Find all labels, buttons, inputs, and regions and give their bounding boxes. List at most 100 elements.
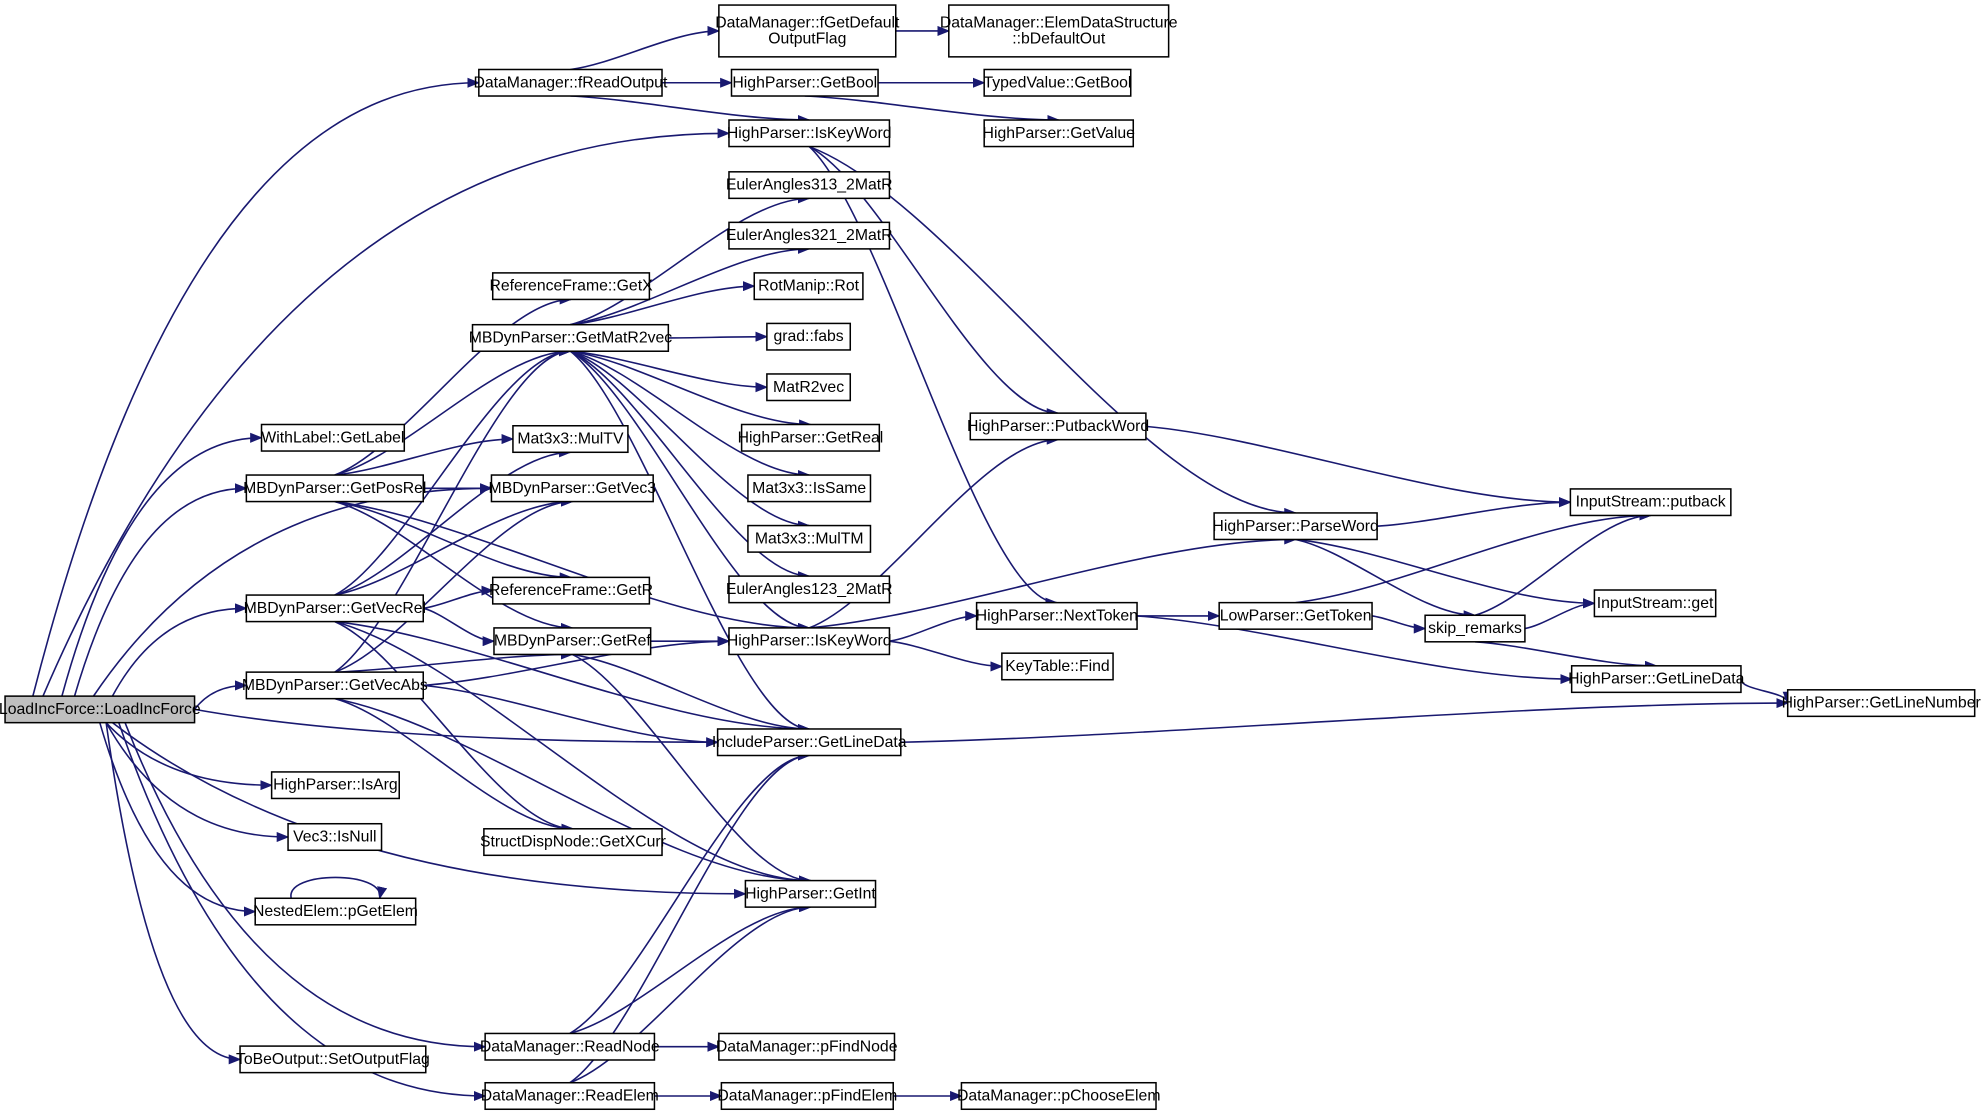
node-GetLabel[interactable]: WithLabel::GetLabel — [260, 423, 406, 452]
node-IncGetLineData[interactable]: IncludeParser::GetLineData — [712, 728, 907, 757]
node-box[interactable] — [983, 119, 1135, 148]
node-box[interactable] — [245, 671, 424, 700]
node-box[interactable] — [471, 323, 670, 352]
node-box[interactable] — [491, 576, 651, 605]
node-putback[interactable]: InputStream::putback — [1569, 488, 1732, 517]
node-box[interactable] — [1213, 512, 1378, 541]
node-box[interactable] — [740, 423, 881, 452]
node-GetValue[interactable]: HighParser::GetValue — [983, 119, 1136, 148]
node-GetToken[interactable]: LowParser::GetToken — [1218, 601, 1373, 630]
node-box[interactable] — [260, 423, 406, 452]
node-GetX[interactable]: ReferenceFrame::GetX — [489, 272, 653, 301]
node-pGetElem[interactable]: NestedElem::pGetElem — [253, 897, 418, 926]
node-box[interactable] — [975, 601, 1138, 630]
node-pFindElem[interactable]: DataManager::pFindElem — [717, 1081, 897, 1111]
node-box[interactable] — [728, 627, 891, 656]
node-box[interactable] — [718, 1032, 896, 1061]
node-GetRef[interactable]: MBDynParser::GetRef — [493, 627, 652, 656]
node-box[interactable] — [254, 897, 417, 926]
node-box[interactable] — [493, 627, 652, 656]
node-GetVecAbs[interactable]: MBDynParser::GetVecAbs — [242, 671, 428, 700]
node-IsKeyWordTop[interactable]: HighParser::IsKeyWord — [727, 119, 892, 148]
node-box[interactable] — [483, 828, 663, 857]
node-box[interactable] — [718, 4, 897, 58]
node-box[interactable] — [484, 1081, 656, 1111]
node-fReadOutput[interactable]: DataManager::fReadOutput — [473, 68, 668, 97]
node-Rot[interactable]: RotManip::Rot — [753, 272, 864, 301]
node-GetLineNumber[interactable]: HighParser::GetLineNumber — [1782, 689, 1981, 718]
node-box[interactable] — [245, 474, 424, 503]
node-box[interactable] — [744, 879, 877, 908]
node-box[interactable] — [728, 119, 891, 148]
node-box[interactable] — [753, 272, 864, 301]
node-MulTM[interactable]: Mat3x3::MulTM — [747, 524, 872, 553]
node-box[interactable] — [728, 171, 891, 200]
node-IsArg[interactable]: HighParser::IsArg — [270, 771, 400, 800]
node-box[interactable] — [1001, 652, 1114, 681]
node-box[interactable] — [245, 594, 424, 623]
node-EA123[interactable]: EulerAngles123_2MatR — [726, 575, 893, 604]
node-box[interactable] — [960, 1081, 1157, 1111]
node-pChooseElem[interactable]: DataManager::pChooseElem — [957, 1081, 1161, 1111]
node-ReadNode[interactable]: DataManager::ReadNode — [480, 1032, 660, 1061]
node-ReadElem[interactable]: DataManager::ReadElem — [481, 1081, 659, 1111]
node-GetVecRel[interactable]: MBDynParser::GetVecRel — [244, 594, 426, 623]
node-fabs[interactable]: grad::fabs — [766, 322, 852, 351]
node-IsKeyWordMid[interactable]: HighParser::IsKeyWord — [727, 627, 892, 656]
node-GetReal[interactable]: HighParser::GetReal — [738, 423, 884, 452]
node-box[interactable] — [1593, 589, 1717, 618]
node-GetR[interactable]: ReferenceFrame::GetR — [489, 576, 653, 605]
node-IsSame[interactable]: Mat3x3::IsSame — [747, 474, 872, 503]
node-box[interactable] — [1218, 601, 1373, 630]
node-SetOutputFlag[interactable]: ToBeOutput::SetOutputFlag — [236, 1045, 430, 1074]
node-bDefaultOut[interactable]: DataManager::ElemDataStructure::bDefault… — [940, 4, 1178, 58]
node-GetPosRel[interactable]: MBDynParser::GetPosRel — [243, 474, 426, 503]
node-box[interactable] — [969, 412, 1147, 441]
node-root[interactable]: LoadIncForce::LoadIncForce — [0, 695, 201, 724]
node-box[interactable] — [766, 322, 852, 351]
node-box[interactable] — [4, 695, 196, 724]
node-pFindNode[interactable]: DataManager::pFindNode — [716, 1032, 898, 1061]
node-IsNull[interactable]: Vec3::IsNull — [287, 822, 383, 852]
node-box[interactable] — [490, 474, 654, 503]
node-MatR2vec[interactable]: MatR2vec — [766, 373, 852, 402]
node-skip_remarks[interactable]: skip_remarks — [1424, 614, 1526, 643]
node-box[interactable] — [484, 1032, 656, 1061]
node-box[interactable] — [948, 4, 1170, 58]
node-box[interactable] — [512, 425, 629, 454]
node-box[interactable] — [270, 771, 400, 800]
node-box[interactable] — [766, 373, 852, 402]
node-GetXCurr[interactable]: StructDispNode::GetXCurr — [480, 828, 666, 857]
node-ParseWord[interactable]: HighParser::ParseWord — [1212, 512, 1379, 541]
node-GetVec3[interactable]: MBDynParser::GetVec3 — [489, 474, 657, 503]
node-box[interactable] — [747, 524, 872, 553]
node-box[interactable] — [1786, 689, 1976, 718]
node-get[interactable]: InputStream::get — [1593, 589, 1717, 618]
node-GetInt[interactable]: HighParser::GetInt — [744, 879, 877, 908]
node-box[interactable] — [287, 822, 383, 852]
node-box[interactable] — [716, 728, 902, 757]
node-GetBool[interactable]: HighParser::GetBool — [730, 68, 879, 97]
node-EA313[interactable]: EulerAngles313_2MatR — [726, 171, 893, 200]
node-HPGetLineData[interactable]: HighParser::GetLineData — [1568, 665, 1745, 694]
node-GetMatR2vec[interactable]: MBDynParser::GetMatR2vec — [469, 323, 673, 352]
node-NextToken[interactable]: HighParser::NextToken — [975, 601, 1138, 630]
node-box[interactable] — [1424, 614, 1526, 643]
node-KeyTableFind[interactable]: KeyTable::Find — [1001, 652, 1114, 681]
node-box[interactable] — [478, 68, 663, 97]
node-box[interactable] — [730, 68, 879, 97]
node-box[interactable] — [1570, 665, 1742, 694]
node-box[interactable] — [720, 1081, 894, 1111]
node-MulTV[interactable]: Mat3x3::MulTV — [512, 425, 629, 454]
node-EA321[interactable]: EulerAngles321_2MatR — [726, 221, 893, 250]
node-box[interactable] — [728, 575, 891, 604]
node-box[interactable] — [983, 68, 1132, 97]
node-PutbackWord[interactable]: HighParser::PutbackWord — [967, 412, 1149, 441]
node-box[interactable] — [491, 272, 651, 301]
node-TypedGetBool[interactable]: TypedValue::GetBool — [983, 68, 1132, 97]
node-box[interactable] — [747, 474, 872, 503]
node-box[interactable] — [728, 221, 891, 250]
node-box[interactable] — [1569, 488, 1732, 517]
node-box[interactable] — [239, 1045, 427, 1074]
